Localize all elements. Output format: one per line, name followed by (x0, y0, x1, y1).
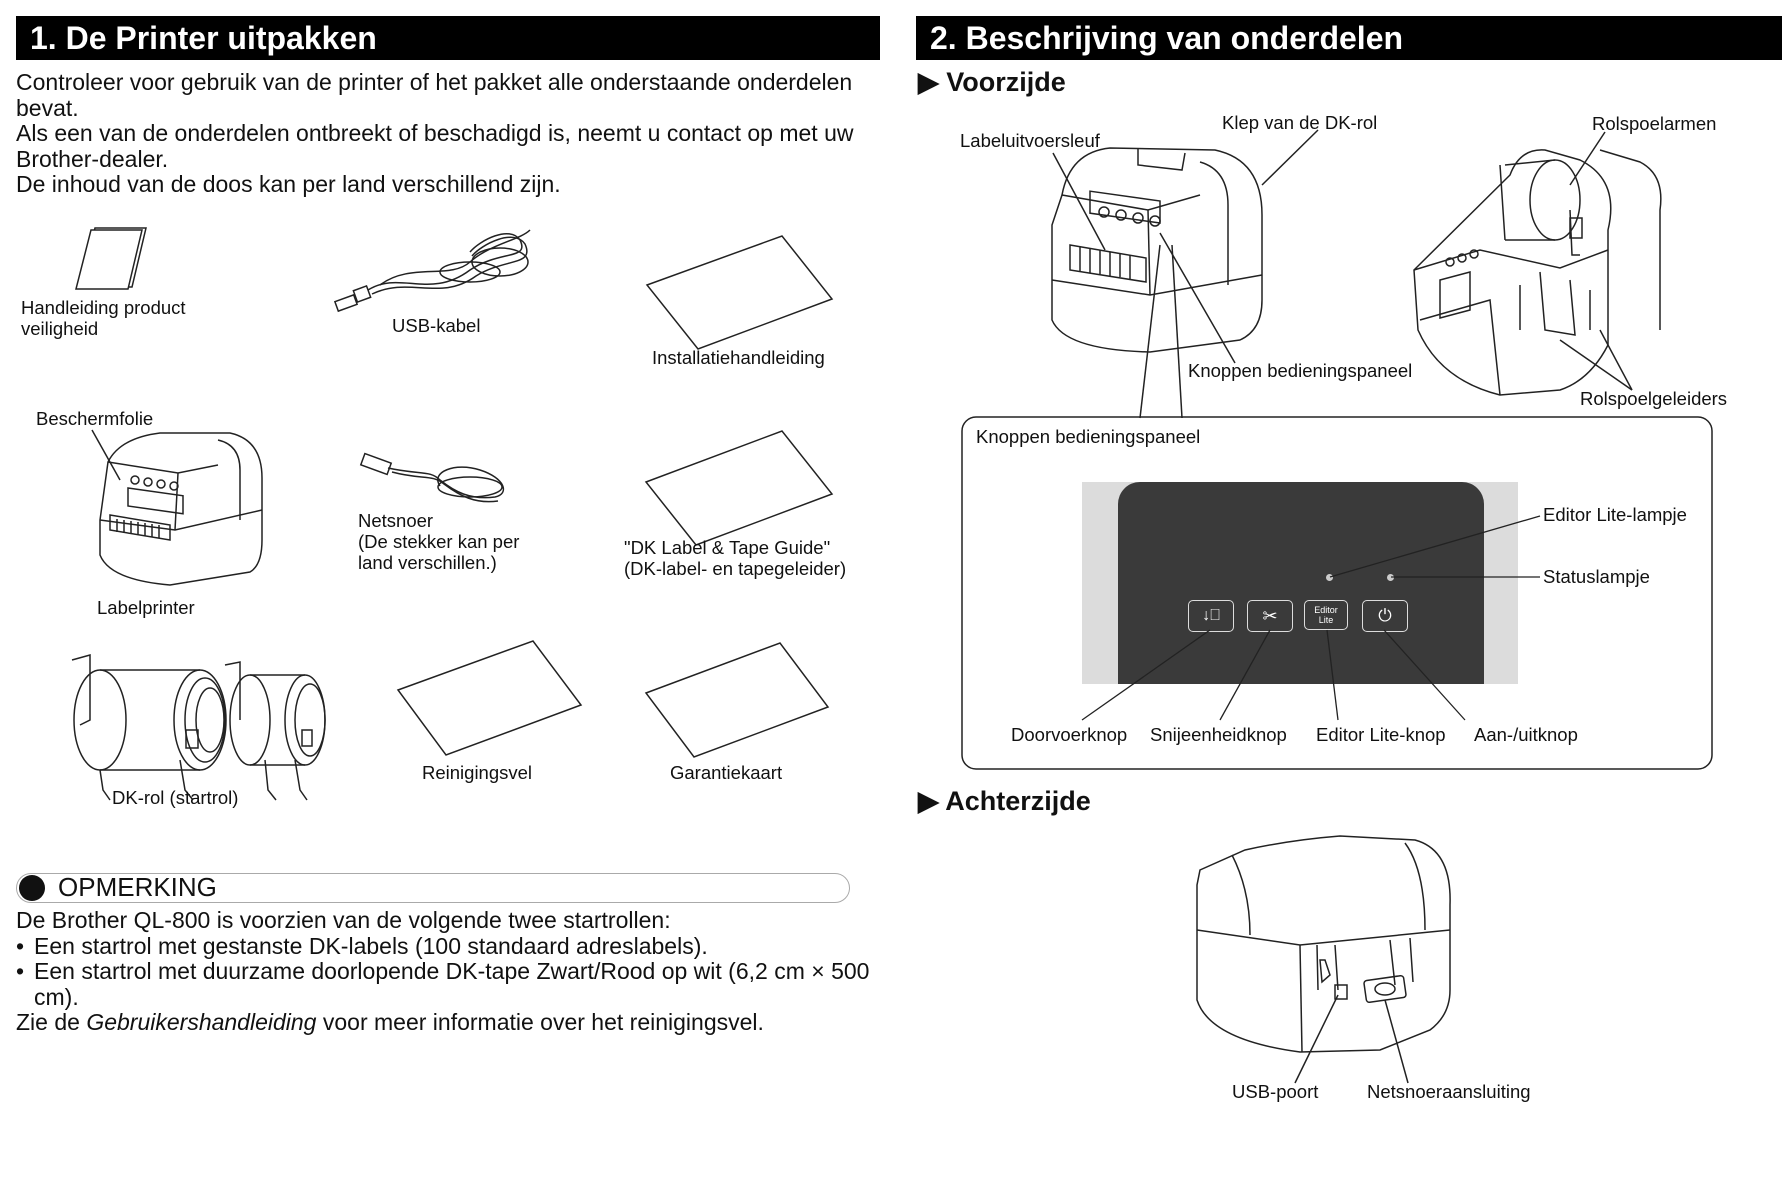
caption-label-printer: Labelprinter (97, 597, 195, 618)
label-slot-label: Labeluitvoersleuf (960, 130, 1100, 151)
caption-dk-guide: "DK Label & Tape Guide" (DK-label- en ta… (624, 537, 846, 579)
note-icon (19, 875, 45, 901)
section1-header: 1. De Printer uitpakken (16, 16, 880, 60)
install-guide-sheet-illustration (645, 235, 834, 350)
editor-btn-label: Lite (1318, 615, 1334, 625)
spool-arms-label: Rolspoelarmen (1592, 113, 1717, 134)
caption-install-guide: Installatiehandleiding (652, 347, 825, 368)
power-button[interactable]: ⏻ (1362, 600, 1408, 632)
dk-roll-illustration-small (224, 661, 326, 801)
package-contents-illustrations (71, 227, 834, 801)
usb-port-label: USB-poort (1232, 1081, 1319, 1102)
power-button-label: Aan-/uitknop (1474, 724, 1578, 745)
power-cord-illustration (359, 452, 505, 503)
note-line: De Brother QL-800 is voorzien van de vol… (16, 907, 671, 933)
intro-line: De inhoud van de doos kan per land versc… (16, 171, 561, 197)
dk-cover-label: Klep van de DK-rol (1222, 112, 1378, 133)
front-printer-illustration (1051, 147, 1263, 353)
editor-lamp-label: Editor Lite-lampje (1543, 504, 1687, 525)
intro-line: Brother-dealer. (16, 145, 169, 172)
feed-button[interactable]: ↓⎕ (1188, 600, 1234, 632)
editor-btn-label: Editor (1314, 605, 1338, 615)
editor-lite-lamp (1326, 574, 1333, 581)
front-heading: ▶ Voorzijde (918, 67, 1066, 98)
section2-header: 2. Beschrijving van onderdelen (916, 16, 1782, 60)
caption-line: "DK Label & Tape Guide" (624, 537, 831, 558)
intro-line: Controleer voor gebruik van de printer o… (16, 69, 853, 95)
dk-guide-sheet-illustration (644, 430, 834, 546)
caption-warranty-card: Garantiekaart (670, 762, 783, 783)
dk-roll-illustration-large (71, 654, 227, 801)
status-lamp (1387, 574, 1394, 581)
editor-button-label: Editor Lite-knop (1316, 724, 1446, 745)
caption-cleaning-sheet: Reinigingsvel (422, 762, 533, 783)
back-heading-text: Achterzijde (945, 786, 1091, 816)
caption-line: Netsnoer (358, 510, 434, 531)
feed-button-label: Doorvoerknop (1011, 724, 1128, 745)
note-bullet: •Een startrol met duurzame doorlopende D… (16, 958, 870, 1010)
usb-cable-illustration (333, 229, 531, 313)
status-lamp-label: Statuslampje (1543, 566, 1650, 587)
note-last-line: Zie de Gebruikershandleiding voor meer i… (16, 1009, 896, 1036)
panel-box-title: Knoppen bedieningspaneel (976, 426, 1201, 447)
label-printer-illustration (91, 429, 263, 586)
scissors-icon: ✂ (1262, 606, 1278, 626)
caption-line: Handleiding product (21, 297, 186, 318)
control-panel-face (1118, 482, 1484, 684)
note-text: Zie de (16, 1009, 87, 1035)
note-bullet: •Een startrol met gestanste DK-labels (1… (16, 932, 708, 959)
caption-usb-cable: USB-kabel (392, 315, 481, 336)
intro-line: Als een van de onderdelen ontbreekt of b… (16, 120, 854, 146)
cleaning-sheet-illustration (396, 640, 583, 756)
triangle-bullet-icon: ▶ (918, 786, 939, 816)
note-body: De Brother QL-800 is voorzien van de vol… (16, 907, 896, 1036)
editor-lite-button[interactable]: Editor Lite (1304, 600, 1348, 630)
caption-line: land verschillen.) (358, 552, 497, 573)
power-port-label: Netsnoeraansluiting (1367, 1081, 1531, 1102)
feed-icon: ↓⎕ (1202, 607, 1220, 624)
control-panel-closeup: ↓⎕ ✂ Editor Lite ⏻ (1082, 482, 1518, 684)
rear-printer-illustration (1196, 835, 1451, 1053)
power-icon: ⏻ (1378, 606, 1392, 625)
note-bullet-text: Een startrol met duurzame doorlopende DK… (34, 958, 870, 1010)
caption-line: veiligheid (21, 318, 99, 339)
open-printer-illustration (1413, 149, 1662, 396)
cutter-button-label: Snijeenheidknop (1150, 724, 1287, 745)
front-heading-text: Voorzijde (946, 67, 1066, 97)
note-italic-reference: Gebruikershandleiding (86, 1009, 317, 1035)
spool-guides-label: Rolspoelgeleiders (1580, 388, 1728, 409)
warranty-card-illustration (644, 642, 830, 758)
caption-line: (DK-label- en tapegeleider) (624, 558, 847, 579)
note-title: OPMERKING (58, 872, 217, 902)
manual-booklet-illustration (75, 227, 147, 290)
caption-power-cord: Netsnoer (De stekker kan per land versch… (358, 510, 519, 573)
caption-dk-roll: DK-rol (startrol) (112, 787, 239, 808)
cutter-button[interactable]: ✂ (1247, 600, 1293, 632)
intro-line: bevat. (16, 94, 79, 121)
caption-protective-film: Beschermfolie (36, 408, 154, 429)
back-heading: ▶ Achterzijde (918, 786, 1091, 817)
panel-buttons-label: Knoppen bedieningspaneel (1188, 360, 1413, 381)
panel-box-outline (961, 416, 1713, 770)
note-box-header: OPMERKING (16, 872, 850, 903)
note-bullet-text: Een startrol met gestanste DK-labels (10… (34, 932, 708, 959)
section1-intro: Controleer voor gebruik van de printer o… (16, 69, 886, 198)
caption-manual: Handleiding product veiligheid (21, 297, 186, 339)
note-text: voor meer informatie over het reinigings… (316, 1009, 764, 1035)
caption-line: (De stekker kan per (358, 531, 520, 552)
triangle-bullet-icon: ▶ (918, 67, 939, 97)
